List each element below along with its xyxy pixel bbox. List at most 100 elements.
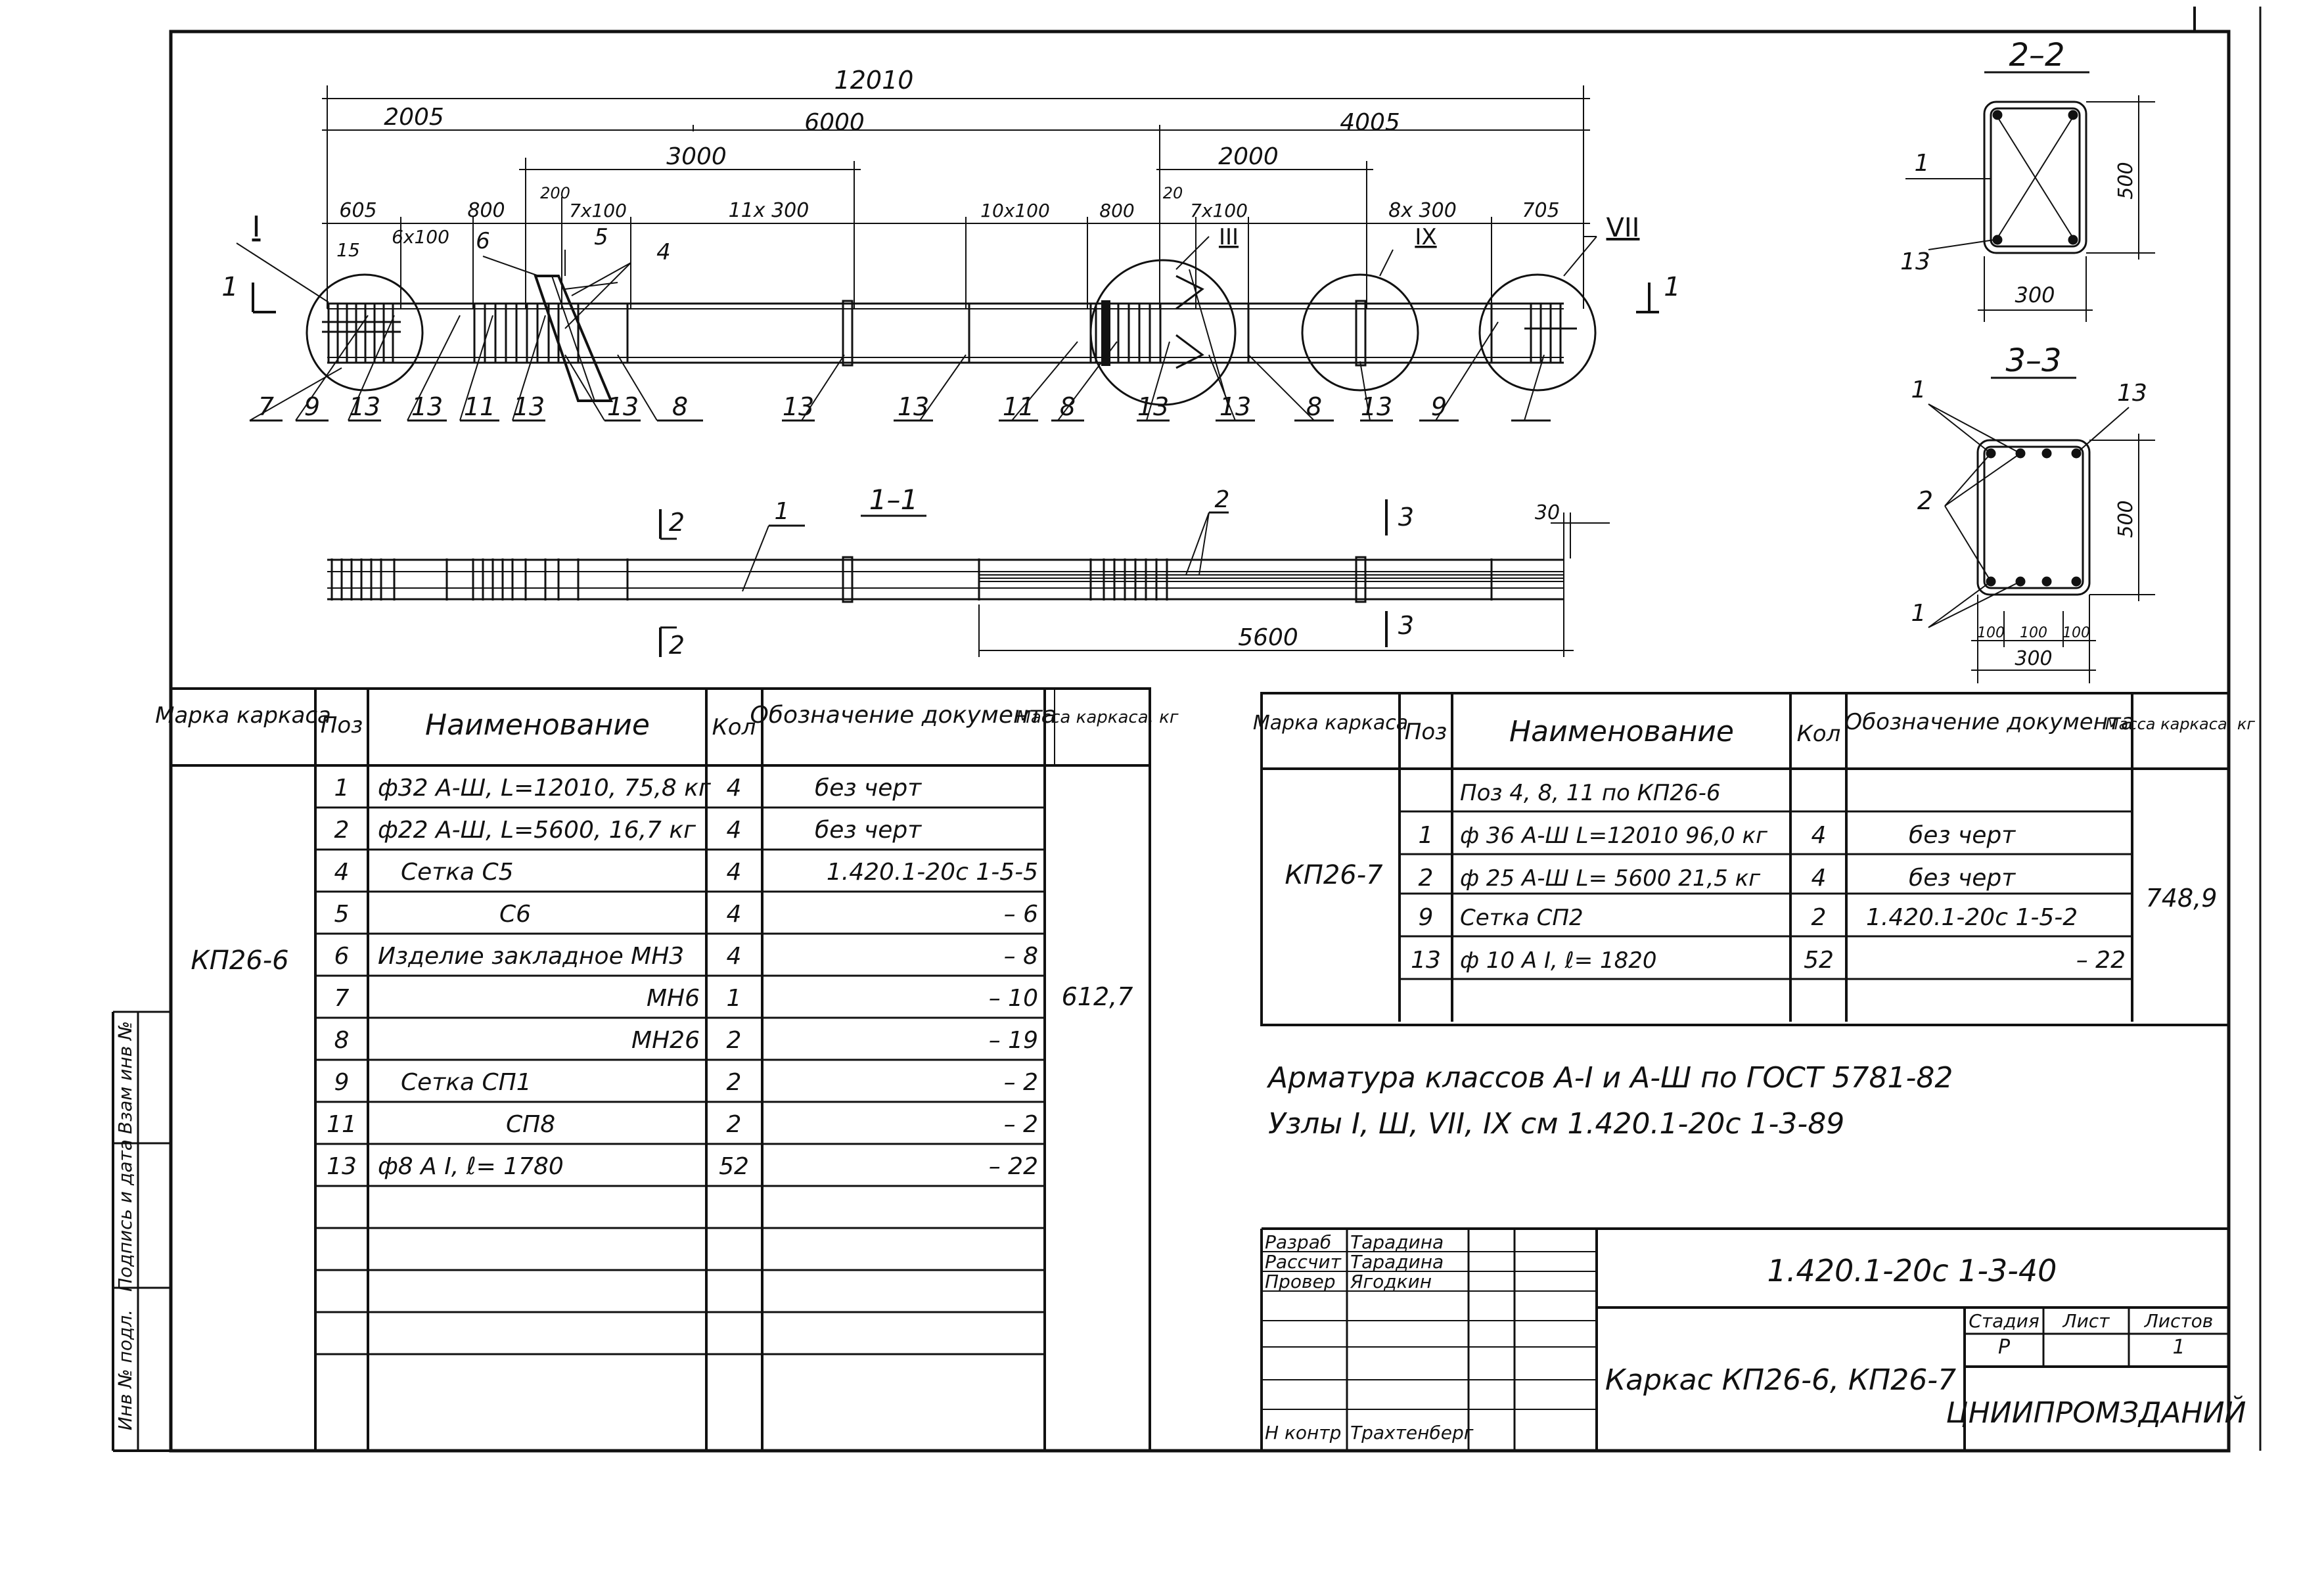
t1-name: МН26 [631, 1027, 700, 1054]
tb-stage-label: Стадия [1969, 1310, 2039, 1332]
t1-h-qty: Кол [712, 714, 756, 740]
t1-doc: без черт [815, 817, 922, 844]
dim-200: 200 [540, 184, 570, 202]
section-3-3-p1b: 1 [1911, 600, 1926, 627]
section-1-1-pos1: 1 [775, 498, 790, 525]
section-3-3-h: 500 [2114, 500, 2137, 537]
callout-bottom-9: 13 [783, 392, 814, 421]
callout-bottom-10: 13 [898, 392, 929, 421]
t1-qty: 4 [727, 901, 742, 928]
t1-doc: – 8 [1004, 943, 1038, 970]
dim-7x100-left: 7х100 [569, 200, 627, 221]
t1-h-doc: Обозначение документа [750, 702, 1057, 729]
section-3-3-s3: 100 [2062, 625, 2090, 641]
t1-h-name: Наименование [425, 708, 650, 742]
table2-grid [1260, 692, 2230, 1026]
section-3-3-s2: 100 [2020, 625, 2047, 641]
t1-name: ф8 А I, ℓ= 1780 [378, 1153, 564, 1180]
t2-name: Сетка СП2 [1460, 905, 1584, 931]
t2-qty: 2 [1811, 904, 1827, 931]
end-mesh-left [322, 304, 401, 363]
node-I-circle [306, 273, 424, 392]
t1-doc: – 19 [989, 1027, 1038, 1054]
tb-org: ЦНИИПРОМЗДАНИЙ [1946, 1395, 2246, 1430]
t1-pos: 2 [334, 817, 350, 844]
t2-h-mark: Марка каркаса [1253, 712, 1408, 735]
t1-qty: 2 [727, 1069, 742, 1096]
tb-sheets-label: Листов [2144, 1310, 2214, 1332]
stamp-sign: Подпись и дата [114, 1139, 136, 1292]
t1-h-mark-text: Марка каркаса [155, 702, 331, 729]
t2-pos: 13 [1411, 947, 1441, 974]
callout-III: III [1219, 224, 1239, 250]
t2-h-mass: Масса каркаса, кг [2105, 715, 2255, 733]
note-line1: Арматура классов А-I и А-Ш по ГОСТ 5781-… [1266, 1061, 1953, 1095]
t1-qty: 4 [727, 817, 742, 844]
callout-bottom-13: 13 [1137, 392, 1169, 421]
t1-name: ф22 А-Ш, L=5600, 16,7 кг [378, 817, 696, 844]
t1-name: МН6 [647, 985, 700, 1012]
dim-20: 20 [1163, 184, 1183, 202]
table1-rows [315, 806, 1045, 1355]
t2-qty: 4 [1811, 822, 1827, 849]
node-III-circle [1089, 259, 1237, 406]
t1-pos: 5 [334, 901, 350, 928]
dim-8x300: 8х 300 [1388, 199, 1457, 222]
t1-qty: 1 [727, 985, 742, 1012]
t1-doc: 1.420.1-20с 1-5-5 [827, 859, 1038, 886]
section-mark-3-top: 3 [1398, 503, 1414, 532]
t1-doc: – 2 [1004, 1111, 1038, 1138]
section-1-1-label: 1–1 [869, 484, 918, 516]
section-cut-1-left: 1 [221, 272, 238, 302]
callout-bottom-15: 8 [1306, 392, 1322, 421]
dim-6000: 6000 [804, 109, 865, 136]
dim-605: 605 [339, 199, 376, 222]
t1-h-mark: Марка каркаса [155, 702, 331, 729]
dim-7x100-right: 7х100 [1190, 200, 1248, 221]
t1-doc: без черт [815, 775, 922, 802]
t2-doc: 1.420.1-20с 1-5-2 [1866, 904, 2078, 931]
t1-doc: – 6 [1004, 901, 1038, 928]
section-2-2-outline [1983, 101, 2087, 254]
t1-qty: 4 [727, 859, 742, 886]
section-2-2-p1: 1 [1915, 150, 1930, 177]
callout-bottom-7: 13 [607, 392, 639, 421]
callout-bottom-12: 8 [1060, 392, 1076, 421]
section-2-2-w: 300 [2015, 283, 2055, 307]
dim-800: 800 [467, 199, 505, 222]
t1-h-mass: Масса каркаса, кг [1016, 708, 1178, 727]
t1-name: Сетка С5 [401, 859, 514, 886]
dim-5600: 5600 [1238, 624, 1298, 651]
t1-doc: – 2 [1004, 1069, 1038, 1096]
t1-name: С6 [499, 901, 531, 928]
t1-qty: 2 [727, 1027, 742, 1054]
t2-pos: 2 [1419, 865, 1434, 892]
t1-pos: 4 [334, 859, 350, 886]
callout-VII: VII [1606, 213, 1640, 243]
tb-stage: Р [1998, 1336, 2011, 1359]
callout-bottom-4: 13 [411, 392, 443, 421]
section-mark-2-top: 2 [669, 508, 685, 537]
t1-pos: 1 [334, 775, 350, 802]
section-3-3-p2: 2 [1917, 486, 1933, 515]
dim-3000: 3000 [666, 143, 727, 170]
callout-bottom-2: 9 [304, 392, 320, 421]
t1-pos: 8 [334, 1027, 350, 1054]
tb-sheets: 1 [2172, 1336, 2185, 1359]
callout-I: I [252, 210, 261, 244]
t2-name: Поз 4, 8, 11 по КП26-6 [1460, 780, 1721, 806]
title-block-grid [1260, 1227, 2229, 1451]
dim-2005: 2005 [384, 104, 444, 131]
embedded-item-6 [534, 275, 614, 402]
t1-pos: 13 [327, 1153, 357, 1180]
callout-bottom-17: 9 [1431, 392, 1447, 421]
t1-name: Сетка СП1 [401, 1069, 532, 1096]
callout-bottom-14: 13 [1219, 392, 1251, 421]
section-mark-2-bottom: 2 [669, 631, 685, 660]
dim-total: 12010 [834, 66, 914, 95]
tb-role: Разраб [1265, 1231, 1331, 1253]
dim-15: 15 [336, 239, 360, 261]
section-3-3-s1: 100 [1977, 625, 2005, 641]
tb-role: Провер [1265, 1271, 1335, 1292]
